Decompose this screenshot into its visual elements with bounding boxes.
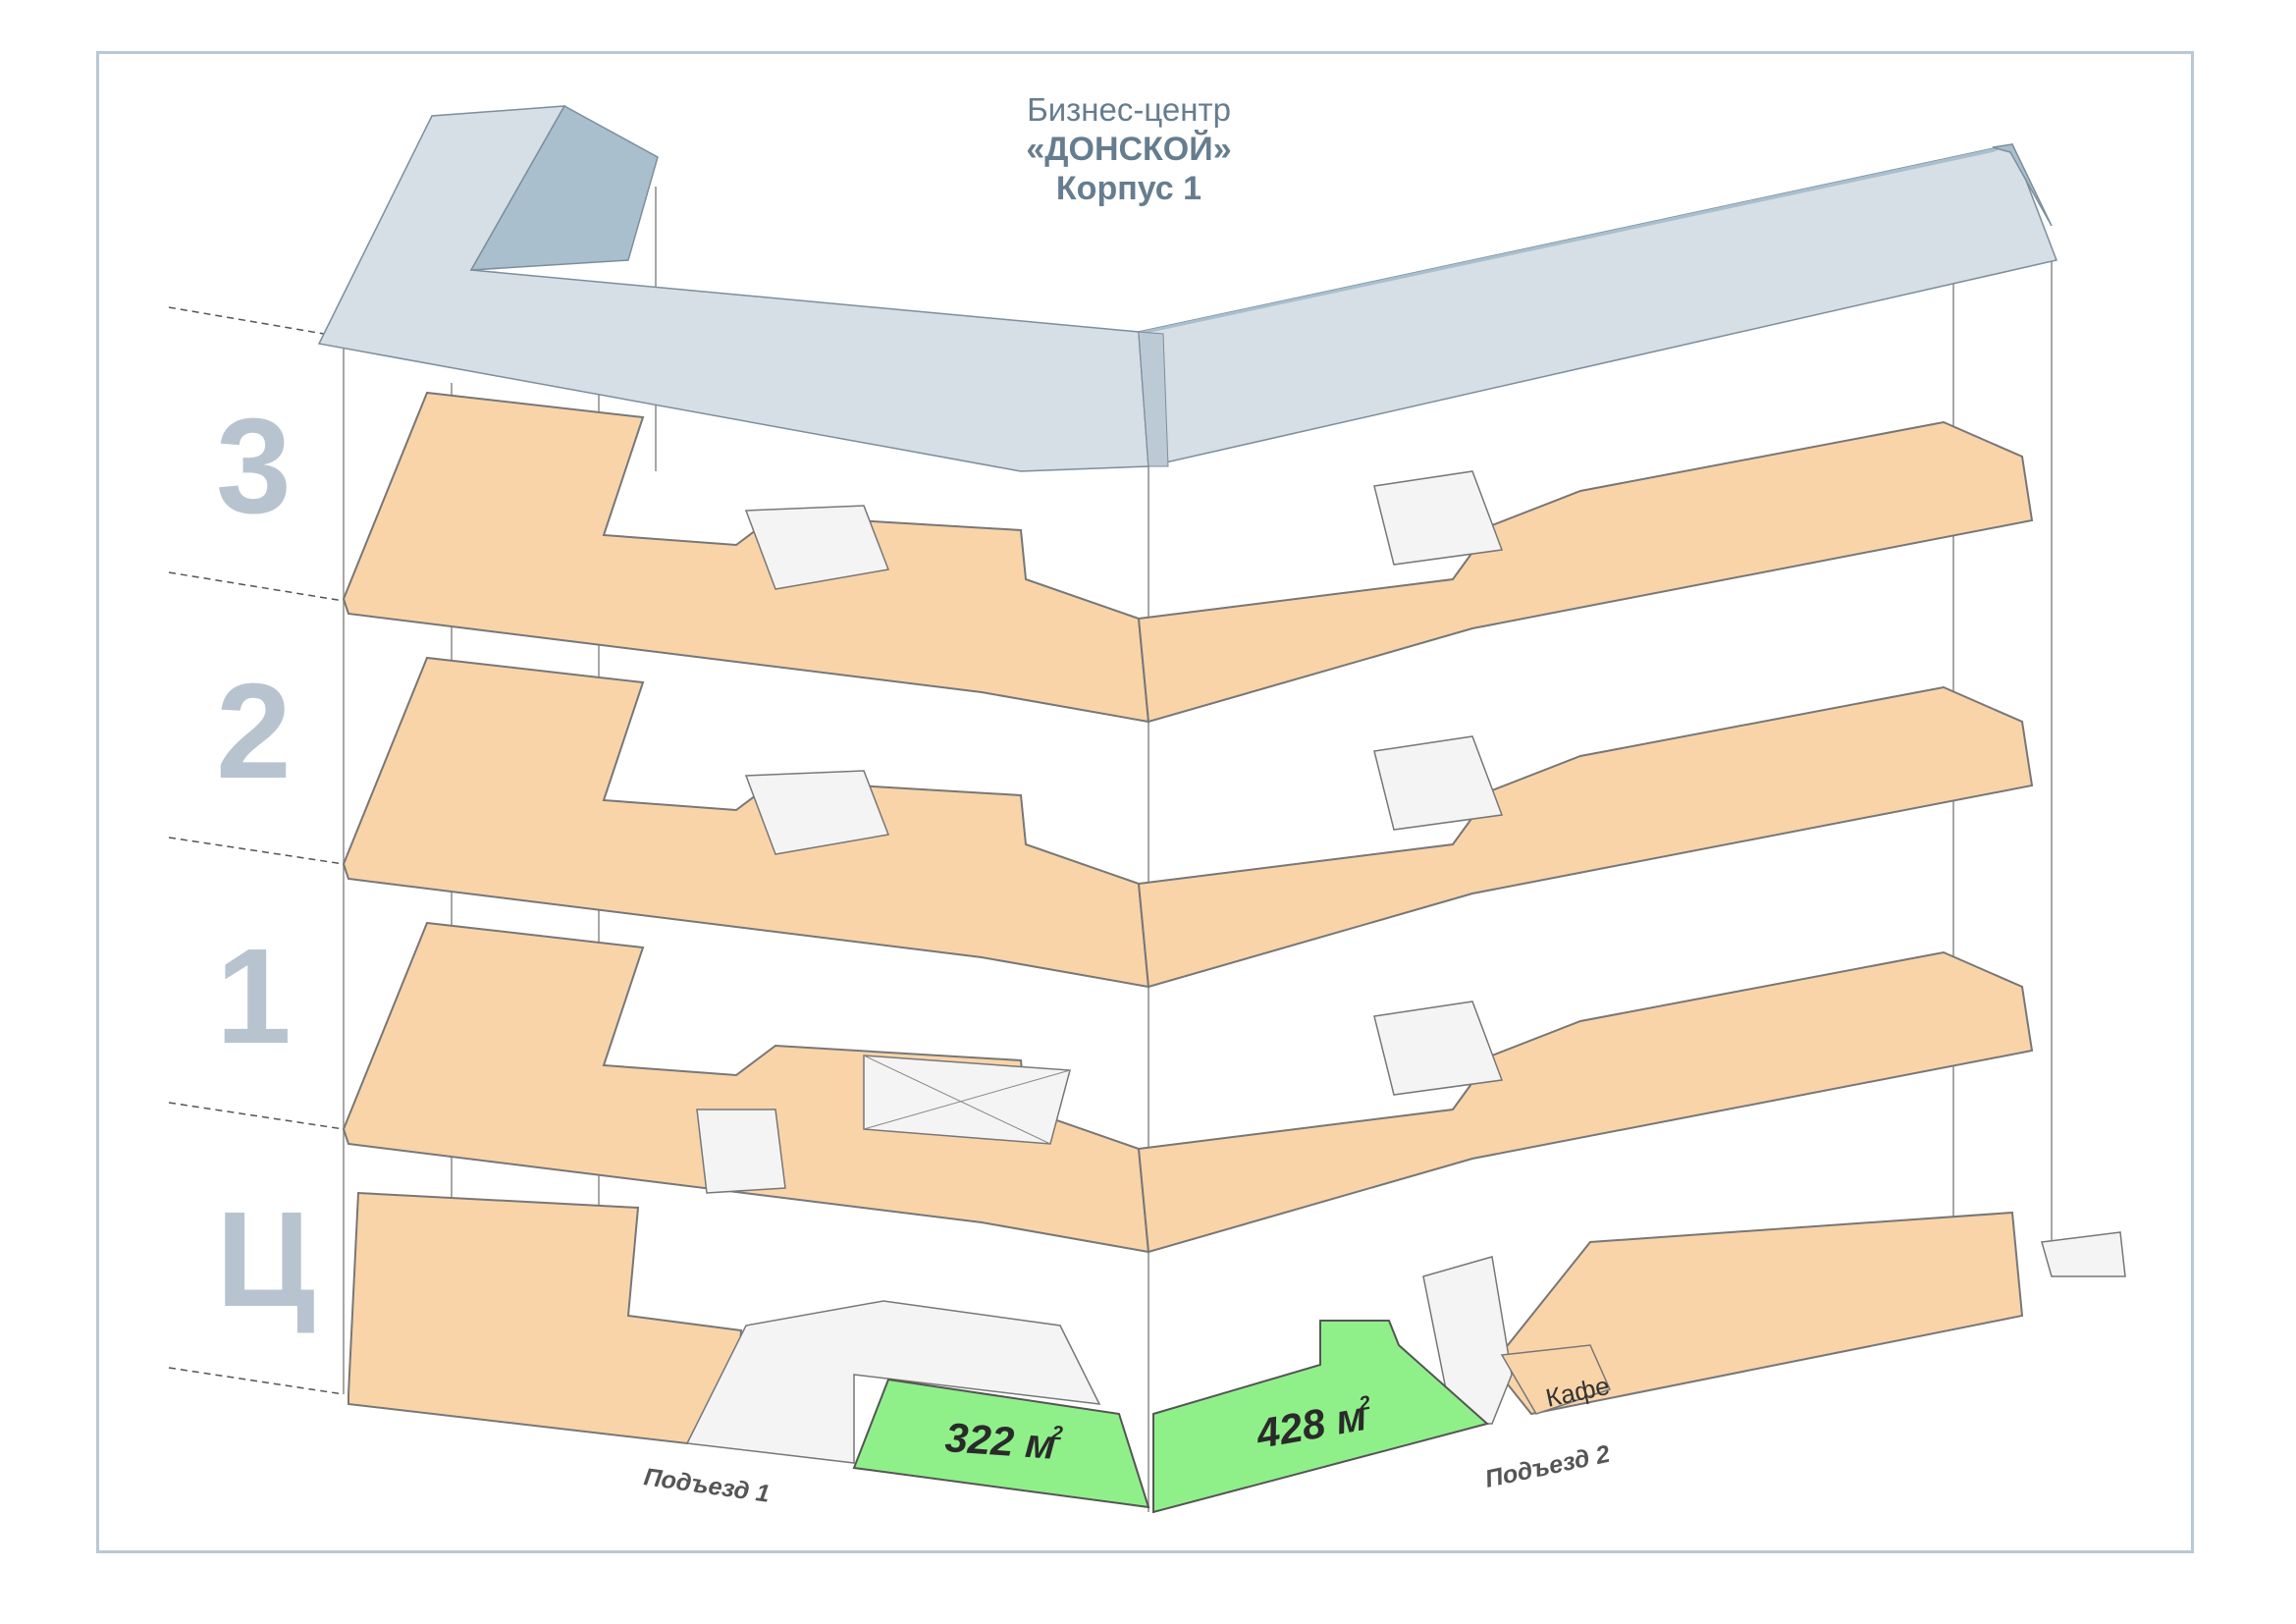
- floor-2-plan: [342, 656, 2034, 989]
- title-line-1: Бизнес-центр: [1027, 91, 1231, 128]
- office-428-area-sup: 2: [1357, 1392, 1372, 1416]
- level-lines: [168, 306, 345, 1395]
- title-line-2: «ДОНСКОЙ»: [1026, 131, 1232, 168]
- title-line-3: Корпус 1: [1055, 170, 1202, 207]
- office-428[interactable]: [1152, 1320, 1490, 1514]
- floor-number-2: 2: [216, 656, 292, 807]
- roof: [317, 104, 2058, 472]
- office-322-area: 322 м: [943, 1414, 1057, 1468]
- page-frame: [96, 51, 2194, 1553]
- office-322[interactable]: [852, 1378, 1150, 1509]
- floor-number-3: 3: [216, 391, 292, 542]
- entrance-2-label: Подъезд 2: [1482, 1440, 1612, 1493]
- office-322-area-sup: 2: [1050, 1423, 1064, 1445]
- floor-3-plan: [342, 391, 2034, 724]
- floor-1-plan: [342, 921, 2034, 1254]
- floor-number-1: 1: [216, 921, 292, 1072]
- building-title: Бизнес-центр «ДОНСКОЙ» Корпус 1: [933, 90, 1325, 208]
- entrance-1-label: Подъезд 1: [642, 1463, 772, 1508]
- floor-number-ground: Ц: [216, 1184, 315, 1335]
